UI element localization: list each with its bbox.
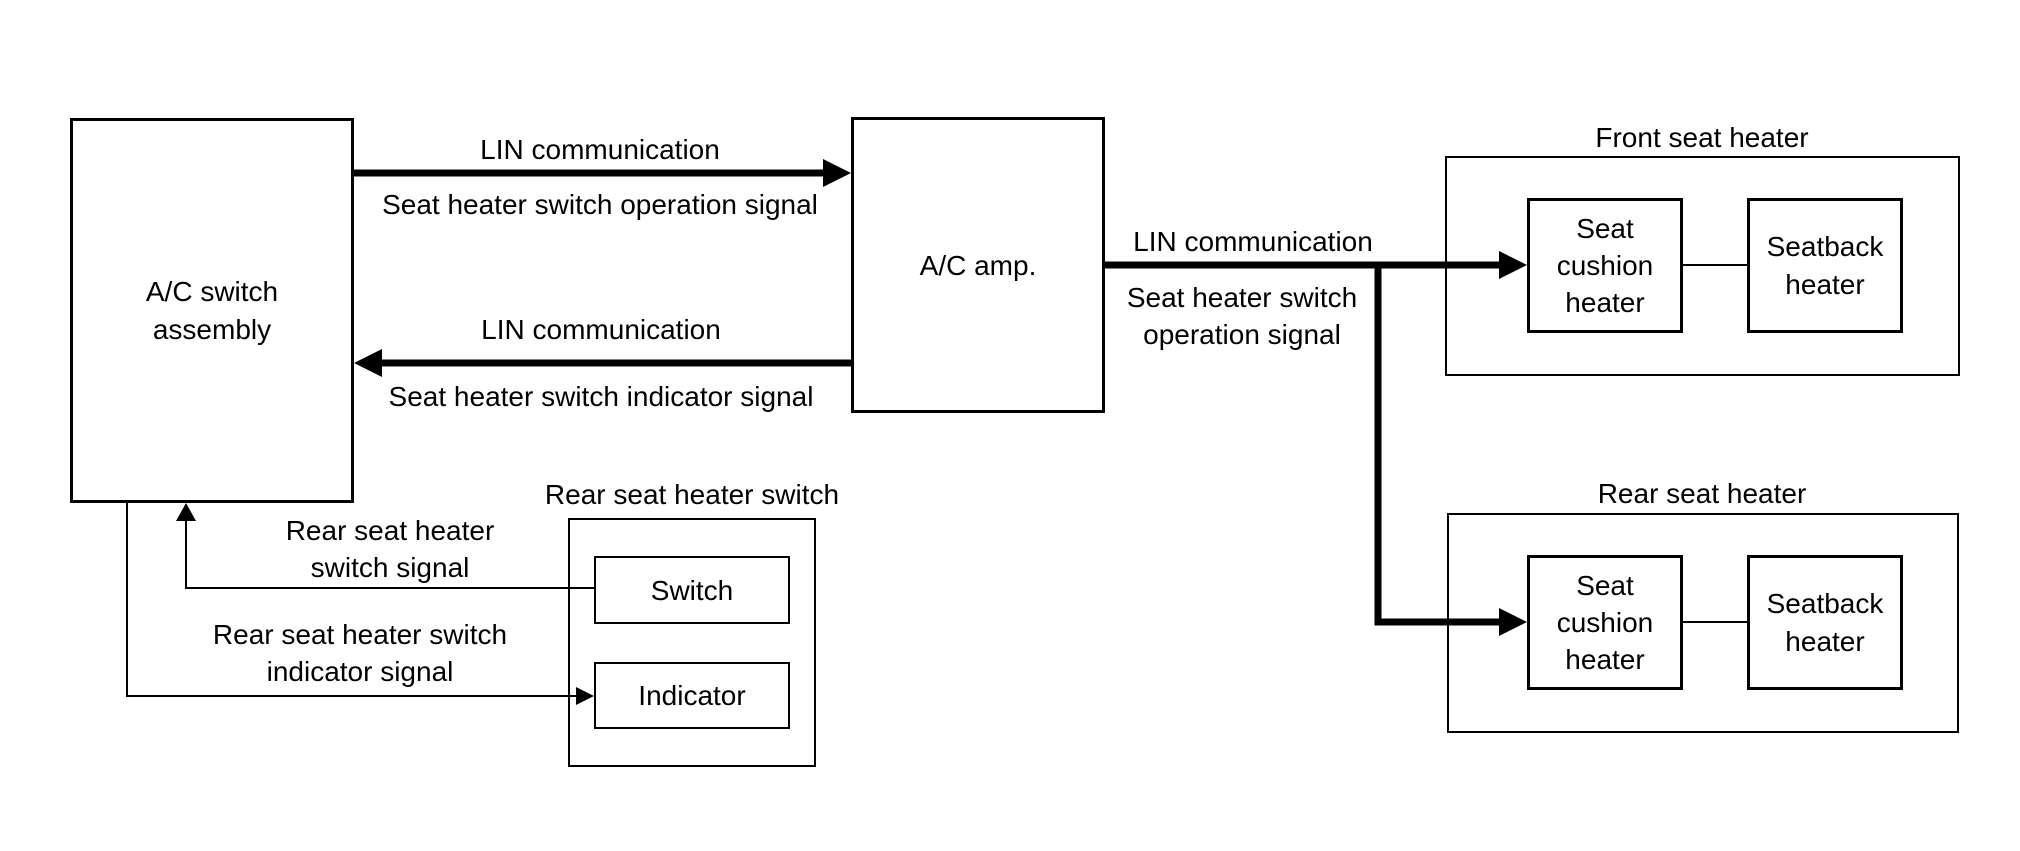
lin-indicator-arrowhead: [354, 349, 382, 377]
rear-seat-cushion-heater-line3: heater: [1565, 644, 1645, 675]
rear-seat-heater-group-box: [1447, 513, 1959, 733]
lin-indicator-title: LIN communication: [481, 314, 721, 345]
lin-heaters-title: LIN communication: [1133, 226, 1373, 257]
front-seatback-heater-line1: Seatback: [1766, 230, 1884, 262]
lin-heaters-caption-line2: operation signal: [1143, 319, 1341, 350]
front-seat-cushion-heater-box: Seat cushion heater: [1527, 198, 1683, 333]
front-cushion-arrowhead: [1499, 251, 1527, 279]
indicator-box: Indicator: [594, 662, 790, 729]
switch-label: Switch: [650, 574, 734, 606]
indicator-label: Indicator: [638, 680, 746, 711]
rear-switch-signal-line1: Rear seat heater: [285, 515, 495, 546]
rear-seat-cushion-heater-box: Seat cushion heater: [1527, 555, 1683, 690]
front-seat-heater-group-box: [1445, 156, 1960, 376]
rear-seat-heater-switch-group-box: [568, 518, 816, 767]
rear-indicator-signal-label: Rear seat heater switch indicator signal: [213, 616, 507, 690]
rear-indicator-signal-line: [126, 503, 578, 697]
front-seatback-heater-line2: heater: [1785, 268, 1865, 300]
lin-operation-title: LIN communication: [480, 134, 720, 165]
front-seat-heater-title: Front seat heater: [1595, 122, 1809, 153]
branch-to-rear-line: [1374, 261, 1516, 626]
lin-heaters-caption: Seat heater switch operation signal: [1127, 279, 1357, 353]
ac-amp-label: A/C amp.: [919, 249, 1037, 281]
rear-seat-heater-title: Rear seat heater: [1597, 478, 1807, 509]
lin-heaters-caption-line1: Seat heater switch: [1126, 282, 1358, 313]
ac-switch-assembly-label-line1: A/C switch: [145, 275, 279, 307]
front-seat-cushion-heater-line3: heater: [1565, 287, 1645, 318]
front-seat-cushion-heater-line2: cushion: [1556, 250, 1654, 281]
switch-box: Switch: [594, 556, 790, 624]
rear-indicator-signal-line1: Rear seat heater switch: [212, 619, 508, 650]
rear-seat-cushion-heater-line1: Seat: [1576, 570, 1634, 601]
lin-operation-arrowhead: [823, 159, 851, 187]
rear-seat-heater-switch-title: Rear seat heater switch: [544, 479, 840, 510]
rear-switch-signal-line2: switch signal: [310, 552, 470, 583]
rear-cushion-arrowhead: [1499, 608, 1527, 636]
rear-switch-signal-label: Rear seat heater switch signal: [286, 512, 495, 586]
ac-switch-assembly-box: A/C switch assembly: [70, 118, 354, 503]
ac-amp-box: A/C amp.: [851, 117, 1105, 413]
rear-seatback-heater-box: Seatback heater: [1747, 555, 1903, 690]
rear-seatback-heater-line1: Seatback: [1766, 587, 1884, 619]
indicator-arrowhead: [576, 687, 594, 705]
lin-operation-caption: Seat heater switch operation signal: [382, 189, 818, 220]
front-seat-cushion-heater-line1: Seat: [1576, 213, 1634, 244]
rear-seatback-heater-line2: heater: [1785, 625, 1865, 657]
rear-switch-signal-line: [185, 516, 594, 589]
rear-indicator-signal-line2: indicator signal: [266, 656, 454, 687]
rear-seat-cushion-heater-line2: cushion: [1556, 607, 1654, 638]
front-seatback-heater-box: Seatback heater: [1747, 198, 1903, 333]
lin-indicator-caption: Seat heater switch indicator signal: [388, 381, 814, 412]
switch-signal-arrowhead: [176, 503, 196, 521]
ac-switch-assembly-label-line2: assembly: [152, 313, 272, 345]
